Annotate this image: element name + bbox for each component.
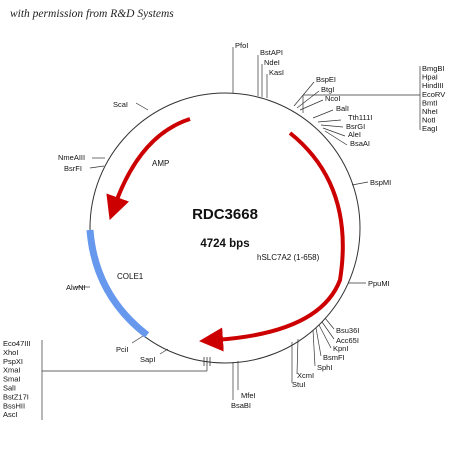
feature-label-amp: AMP — [152, 159, 169, 168]
plasmid-backbone — [89, 92, 361, 364]
mcs-left-site-sali: SalI — [3, 384, 16, 393]
mcs-right-site-bmti: BmtI — [422, 98, 437, 107]
site-nmeaiii: NmeAIII — [58, 153, 85, 162]
mcs-right-site-hpai: HpaI — [422, 73, 438, 82]
ori-segment — [86, 229, 150, 338]
tick-bsaai — [324, 130, 348, 146]
tick-btgi — [296, 90, 320, 109]
tick-bali — [312, 109, 334, 119]
site-tth111i: Tth111I — [348, 113, 372, 122]
site-ncoi: NcoI — [325, 94, 340, 103]
plasmid-size: 4724 bps — [200, 238, 249, 250]
insert-arrow — [199, 131, 345, 352]
site-kpni: KpnI — [333, 344, 348, 353]
tick-kpni — [318, 324, 332, 349]
feature-label-ori: COLE1 — [117, 272, 144, 281]
mcs-left-list: Eco47IIIXhoIPspXIXmaISmaISalIBstZ17IBssH… — [3, 339, 31, 419]
site-mfei: MfeI — [241, 391, 256, 400]
mcs-right-site-eagi: EagI — [422, 124, 437, 133]
site-bsrfi: BsrFI — [64, 164, 82, 173]
mcs-left-site-xhoi: XhoI — [3, 348, 18, 357]
tick-bspmi — [351, 181, 369, 186]
mcs-left-site-eco47iii: Eco47III — [3, 339, 31, 348]
tick-sphi — [312, 329, 316, 367]
permission-note: with permission from R&D Systems — [10, 8, 174, 20]
site-bsmfi: BsmFI — [323, 353, 345, 362]
mcs-right-site-bmgbi: BmgBI — [422, 64, 445, 73]
tick-bspei — [293, 81, 315, 107]
tick-xcmi — [296, 338, 299, 375]
tick-sapi — [159, 348, 169, 355]
site-bsaai: BsaAI — [350, 139, 370, 148]
mcs-right-site-hindiii: HindIII — [422, 81, 444, 90]
tick-alei — [322, 127, 346, 137]
mcs-left-site-pspxi: PspXI — [3, 357, 23, 366]
tick-scai — [135, 102, 149, 111]
mcs-right-site-nhei: NheI — [422, 107, 438, 116]
site-alwni: AlwNI — [66, 283, 86, 292]
site-scai: ScaI — [113, 100, 128, 109]
site-bspei: BspEI — [316, 75, 336, 84]
site-ppumi: PpuMI — [368, 279, 390, 288]
site-acc65i: Acc65I — [336, 336, 359, 345]
site-bsu36i: Bsu36I — [336, 326, 359, 335]
site-bsabi: BsaBI — [231, 401, 251, 410]
tick-bsrfi — [89, 165, 105, 169]
tick-bsrgi — [320, 124, 344, 128]
site-sphi: SphI — [317, 363, 332, 372]
tick-acc65i — [321, 321, 335, 340]
site-btgi: BtgI — [321, 85, 334, 94]
tick-bsu36i — [324, 317, 335, 330]
plasmid-name: RDC3668 — [192, 206, 258, 223]
site-kasi: KasI — [269, 68, 284, 77]
tick-bsmfi — [315, 327, 322, 357]
site-sapi: SapI — [140, 355, 155, 364]
site-bspmi: BspMI — [370, 178, 391, 187]
site-bstapi: BstAPI — [260, 48, 283, 57]
site-bali: BalI — [336, 104, 349, 113]
feature-label-insert: hSLC7A2 (1-658) — [257, 253, 320, 262]
amp-arrow — [106, 117, 191, 221]
site-pcii: PciI — [116, 345, 129, 354]
site-xcmi: XcmI — [297, 371, 314, 380]
site-ndei: NdeI — [264, 58, 280, 67]
site-stui: StuI — [292, 380, 305, 389]
tick-pcii — [131, 335, 144, 344]
mcs-left-site-asci: AscI — [3, 410, 18, 419]
mcs-left-site-bsshii: BssHII — [3, 401, 25, 410]
mcs-right-site-ecorv: EcoRV — [422, 90, 445, 99]
mcs-left-site-xmai: XmaI — [3, 366, 21, 375]
site-pfoi: PfoI — [235, 41, 248, 50]
mcs-left-site-bstz17i: BstZ17I — [3, 392, 29, 401]
site-bsrgi: BsrGI — [346, 122, 365, 131]
tick-ncoi — [299, 99, 324, 111]
tick-tth111i — [317, 119, 342, 123]
mcs-right-site-noti: NotI — [422, 116, 436, 125]
mcs-left-site-smai: SmaI — [3, 375, 21, 384]
site-alei: AleI — [348, 130, 361, 139]
